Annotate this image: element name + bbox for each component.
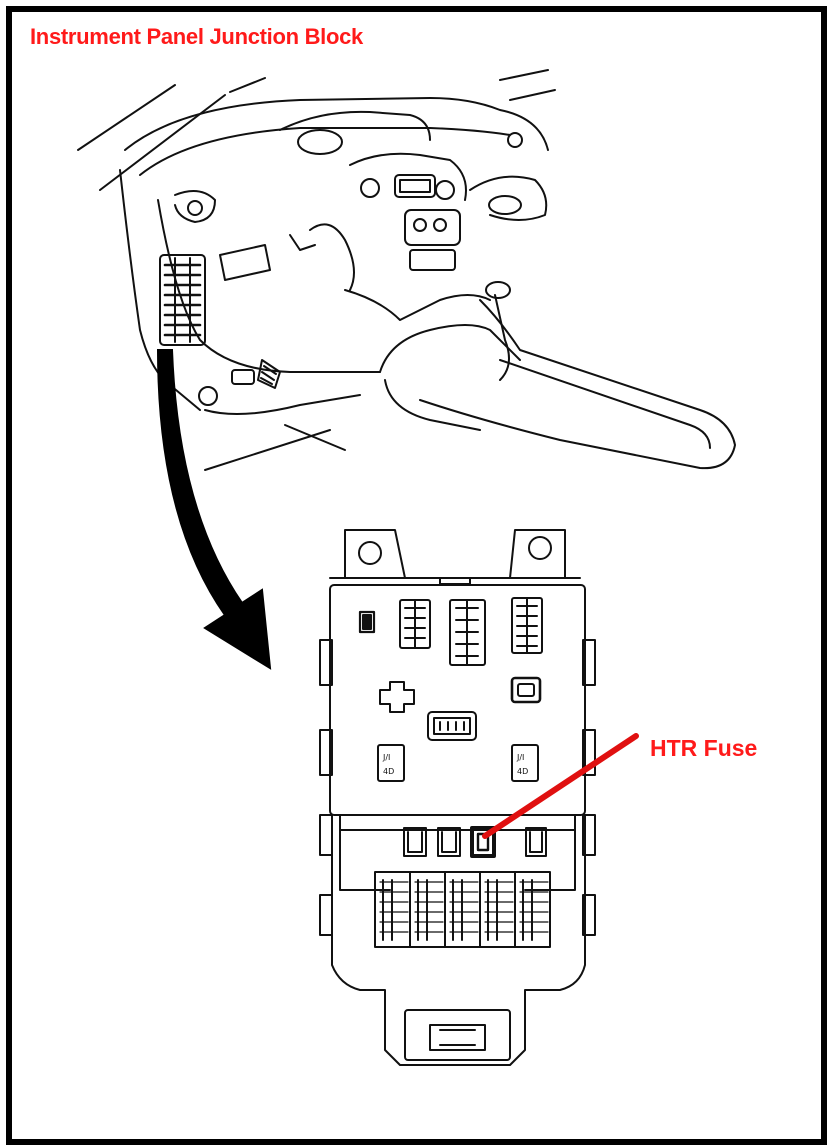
relay-left-label-2: 4D [383,767,394,776]
relay-labels: J/I 4D J/I 4D [382,753,528,776]
curved-arrow-icon [156,349,272,670]
relay-right-label-2: 4D [517,767,528,776]
relay-right-label-1: J/I [516,753,524,762]
junction-block-detail [319,529,596,1066]
diagram-frame [6,6,827,1145]
dashboard-drawing [77,69,736,471]
htr-fuse-leader-line [482,733,639,839]
relay-left-label-1: J/I [382,753,390,762]
diagram-title: Instrument Panel Junction Block [30,24,363,49]
htr-fuse-label: HTR Fuse [650,735,758,761]
